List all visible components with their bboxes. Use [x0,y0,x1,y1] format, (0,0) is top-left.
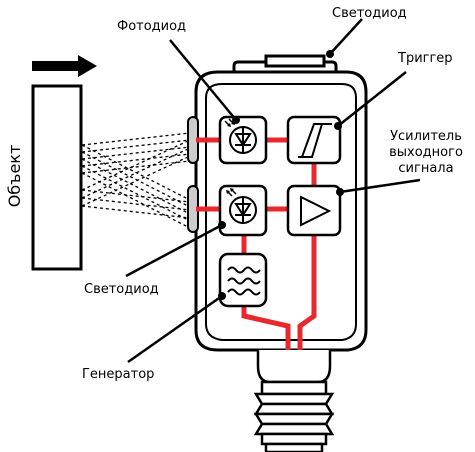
trigger-icon [298,123,332,158]
object-label: Объект [5,145,24,208]
object-block [31,84,83,271]
trigger-label: Триггер [397,51,453,66]
housing-cap-tab [264,54,326,68]
led-icon [226,188,257,224]
amplifier-icon [300,195,332,227]
leader-dots [218,50,344,300]
amplifier-block [286,184,342,237]
leader-lines [125,18,421,364]
amplifier-label-line2: выходного [389,145,463,160]
led-top-label: Светодиод [332,6,407,21]
signal-lines [196,137,317,352]
amplifier-label-line3: сигнала [398,161,453,176]
arrow-right-icon [32,55,97,77]
light-beams [81,132,191,229]
trigger-block [286,115,342,165]
connector [253,350,335,452]
generator-icon [227,266,261,296]
photodiode-block [218,115,268,165]
led-block [218,184,268,237]
photodiode-label: Фотодиод [117,19,186,34]
sensor-housing-inner [205,83,357,341]
generator-label: Генератор [82,367,154,382]
amplifier-label-line1: Усилитель [390,129,462,144]
led-left-label: Светодиод [84,282,159,297]
generator-block [218,252,268,308]
